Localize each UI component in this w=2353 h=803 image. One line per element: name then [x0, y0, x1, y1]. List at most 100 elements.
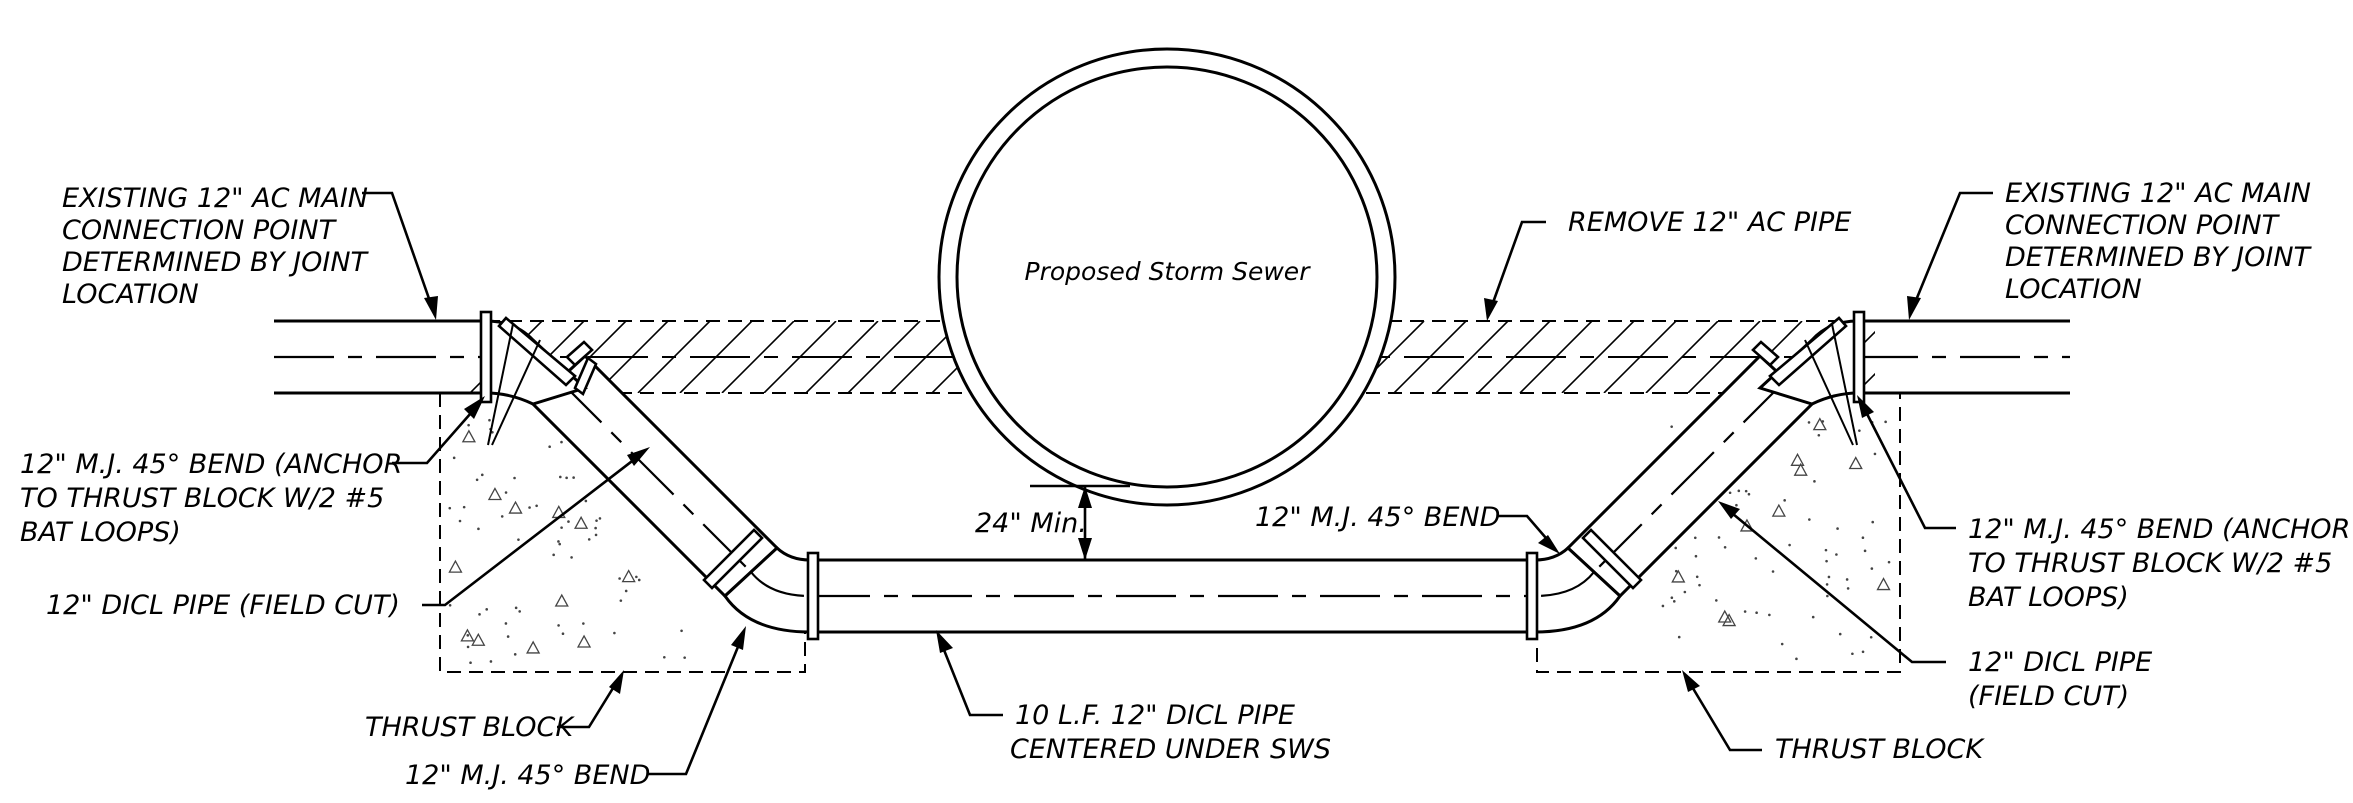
stipple-dot [584, 499, 588, 503]
stipple-dot [1677, 635, 1681, 639]
aggregate-mark [1812, 417, 1827, 431]
stipple-dot [1858, 429, 1861, 432]
hatch-line [805, 321, 879, 393]
left-dicl-label: 12" DICL PIPE (FIELD CUT) [46, 590, 400, 621]
hatch-line [1519, 321, 1593, 393]
stipple-dot [680, 629, 683, 633]
stipple-dot [1824, 548, 1828, 552]
stipple-dot [618, 577, 621, 580]
aggregate-mark [460, 628, 475, 642]
stipple-dot [1695, 575, 1699, 579]
lower-bend-left [702, 528, 812, 634]
stipple-dot [552, 553, 555, 557]
stipple-dot [1737, 489, 1741, 493]
stipple-dot [559, 475, 562, 479]
stipple-dot [1825, 559, 1828, 563]
center-pipe-label: 10 L.F. 12" DICL PIPE CENTERED UNDER SWS [1010, 700, 1331, 765]
stipple-dot [475, 478, 479, 482]
stipple-dot [1755, 611, 1758, 615]
stipple-dot [1826, 594, 1829, 598]
stipple-dot [462, 505, 466, 509]
stipple-dot [1871, 520, 1875, 524]
label-line: CONNECTION POINT [62, 215, 338, 246]
stipple-dot [548, 445, 551, 449]
stipple-dot [478, 613, 481, 616]
stipple-dot [560, 526, 563, 529]
lower-bend-right [1533, 528, 1643, 634]
hatch-line [1477, 321, 1551, 393]
stipple-dot [624, 589, 628, 593]
stipple-dot [500, 515, 504, 518]
hatch-line [1645, 321, 1719, 393]
aggregate-mark [621, 569, 636, 583]
aggregate-mark [554, 593, 569, 607]
aggregate-mark [471, 632, 486, 646]
stipple-dot [1698, 583, 1701, 587]
stipple-dot [1861, 650, 1865, 654]
stipple-dot [513, 476, 516, 480]
stipple-dot [466, 645, 470, 649]
stipple-dot [1884, 420, 1887, 424]
stipple-dot [1870, 567, 1874, 570]
aggregate-mark [1793, 462, 1808, 476]
bend-flange [1852, 310, 1866, 404]
right-anchor-bend-label: 12" M.J. 45° BEND (ANCHOR TO THRUST BLOC… [1968, 514, 2350, 613]
upper-bend-right [1751, 310, 1866, 446]
stipple-dot [1851, 652, 1854, 656]
label-line: EXISTING 12" AC MAIN [62, 183, 368, 214]
stipple-dot [506, 635, 510, 638]
stipple-dot [1728, 491, 1732, 495]
stipple-dot [1846, 587, 1850, 590]
left-anchor-bend-label: 12" M.J. 45° BEND (ANCHOR TO THRUST BLOC… [20, 449, 402, 548]
stipple-dot [504, 491, 508, 494]
label-line: (FIELD CUT) [1968, 681, 2129, 712]
stipple-dot [582, 622, 585, 625]
aggregate-mark [1671, 569, 1686, 583]
stipple-dot [587, 538, 591, 541]
stipple-dot [1845, 578, 1849, 581]
stipple-dot [1717, 536, 1721, 539]
label-line: EXISTING 12" AC MAIN [2005, 178, 2311, 209]
stipple-dot [598, 517, 602, 520]
stipple-dot [1670, 596, 1674, 600]
right-lower-bend-label: 12" M.J. 45° BEND [1255, 502, 1500, 533]
stipple-dot [1661, 604, 1665, 608]
stipple-dot [514, 606, 518, 610]
stipple-dot [595, 519, 598, 522]
clearance-label: 24" Min. [975, 508, 1087, 539]
existing-ac-main-left [274, 319, 486, 395]
stipple-dot [1827, 575, 1831, 579]
stipple-dot [517, 538, 520, 541]
hatch-line [763, 321, 837, 393]
hatch-line [1561, 321, 1635, 393]
hatch-line [847, 321, 921, 393]
stipple-dot [557, 624, 560, 627]
stipple-dot [1808, 518, 1811, 521]
label-line: BAT LOOPS) [1968, 582, 2129, 613]
left-thrust-label: THRUST BLOCK [365, 712, 575, 743]
stipple-dot [1674, 569, 1678, 573]
upper-bend-left [479, 310, 598, 446]
stipple-dot [485, 608, 489, 611]
aggregate-mark [1790, 452, 1805, 466]
stipple-dot [513, 653, 517, 656]
bend-flange [1581, 528, 1643, 590]
label-line: 12" M.J. 45° BEND (ANCHOR [20, 449, 402, 480]
aggregate-mark [1771, 503, 1786, 517]
hatch-line [679, 321, 753, 393]
hatch-line [637, 321, 711, 393]
aggregate-mark [508, 500, 523, 514]
aggregate-mark [576, 634, 592, 648]
aggregate-mark [1876, 577, 1891, 591]
stipple-dot [663, 655, 666, 659]
stipple-dot [1780, 642, 1784, 646]
stipple-dot [1861, 536, 1865, 540]
stipple-dot [489, 660, 493, 663]
proposed-storm-sewer: Proposed Storm Sewer [937, 47, 1397, 507]
stipple-dot [1869, 635, 1873, 639]
hatch-line [721, 321, 795, 393]
aggregate-mark [461, 429, 476, 443]
existing-ac-main-right [1858, 319, 2070, 395]
